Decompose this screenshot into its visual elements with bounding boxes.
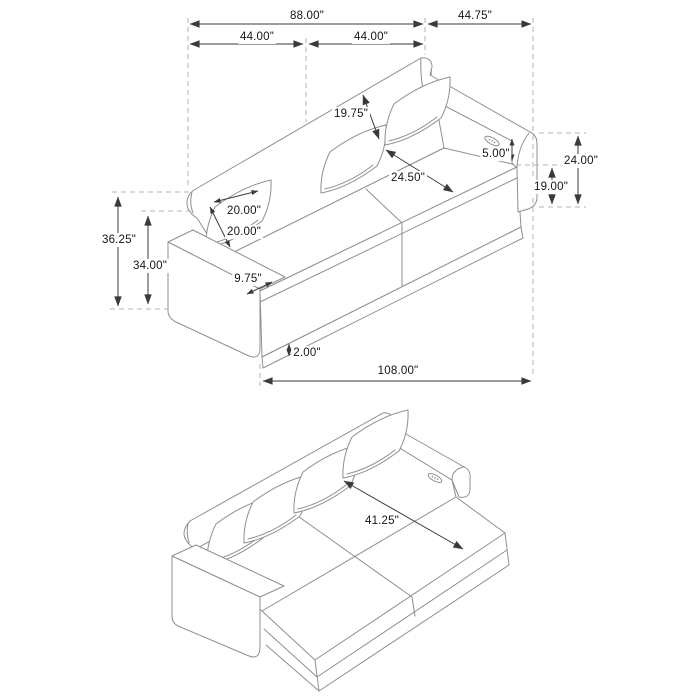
pillow-3 [384, 76, 451, 146]
extension-lines [110, 18, 586, 386]
dim-label-seat-width-right: 44.00" [351, 29, 391, 45]
dim-label-seat-depth: 24.50" [388, 170, 428, 186]
dim-label-backrest-slope: 19.75" [331, 106, 371, 122]
bed-backrest-cap-seam [186, 523, 190, 544]
dim-label-overall-height: 36.25" [99, 232, 139, 248]
dim-label-arm-height: 24.00" [561, 153, 601, 169]
bed-seam-front-face [411, 596, 416, 617]
bed-right-armrest-end-seam [451, 466, 464, 481]
under-cushion-line [259, 177, 518, 303]
bed-left-armrest-body [171, 555, 261, 658]
dim-label-chaise-width: 44.75" [455, 8, 495, 24]
dimension-lines [114, 20, 582, 550]
bed-pillow-4-crease [346, 449, 396, 475]
dim-line-20-height [209, 206, 231, 248]
backrest-cap-seam [190, 192, 194, 214]
dim-label-seat-height: 19.00" [531, 179, 571, 195]
dim-label-pillow-height: 20.00" [224, 224, 264, 240]
sofa-bed-bottom-view [171, 409, 510, 692]
base-kick [261, 226, 524, 369]
dim-label-base-kick-height: 2.00" [291, 345, 323, 361]
dim-line-41-25 [343, 480, 464, 550]
bed-front-right-corner [504, 532, 510, 566]
bed-pillow-2-crease [247, 514, 297, 540]
dim-line-9-75 [246, 281, 273, 295]
pillow-2-crease [324, 164, 374, 190]
dim-label-back-height: 34.00" [130, 258, 170, 274]
bed-center-seam [291, 511, 413, 598]
dim-label-overall-width: 108.00" [375, 363, 421, 379]
bed-front-left-corner [314, 659, 320, 692]
bed-pillow-3-crease [297, 484, 347, 510]
dim-line-19-75 [362, 94, 380, 140]
pillow-2 [320, 124, 387, 194]
left-armrest-body [167, 241, 261, 358]
bed-pillow-4 [342, 409, 409, 479]
sofa-top-view [167, 57, 538, 369]
seat-cushion-seam-top [365, 188, 403, 224]
usb-port-icon [484, 135, 500, 147]
dim-label-armrest-top-width: 9.75" [232, 271, 264, 287]
dim-line-20-width [213, 190, 259, 203]
dim-label-arm-above-seat: 5.00" [480, 146, 512, 162]
dim-label-bed-extension-depth: 41.25" [362, 513, 402, 529]
dim-label-seat-width-left: 44.00" [237, 29, 277, 45]
pillow-3-crease [388, 116, 438, 142]
dim-label-back-width: 88.00" [287, 8, 327, 24]
dim-label-pillow-width: 20.00" [224, 203, 264, 219]
